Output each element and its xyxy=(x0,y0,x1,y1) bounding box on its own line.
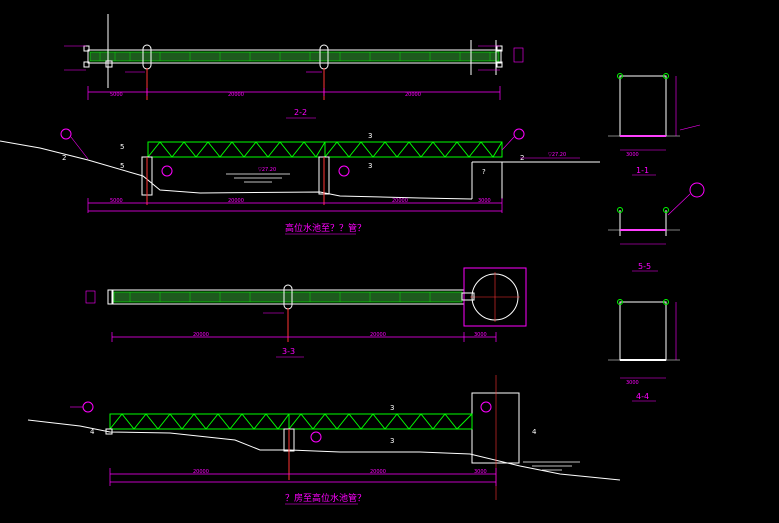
svg-text:20000: 20000 xyxy=(370,469,386,475)
elevation-lower: 3 3 4 4 20000 20000 3000 ？房至高位水池管？ xyxy=(27,375,621,505)
cut-mark: 4 xyxy=(532,428,537,436)
cut-mark: 5 xyxy=(120,143,124,151)
svg-text:3000: 3000 xyxy=(626,380,639,386)
svg-text:?: ? xyxy=(482,168,486,176)
dim-label: 20000 xyxy=(405,92,421,98)
truss-lower xyxy=(109,413,473,430)
cut-mark: 3 xyxy=(368,162,372,170)
walkway-grating xyxy=(89,51,500,62)
section-4-4: 3000 4-4 xyxy=(608,299,680,402)
section-5-5: 5-5 xyxy=(608,182,705,272)
svg-text:20000: 20000 xyxy=(228,198,244,204)
cut-mark: 2 xyxy=(62,154,66,162)
svg-text:5000: 5000 xyxy=(110,198,123,204)
truss-upper xyxy=(147,141,503,158)
svg-text:3000: 3000 xyxy=(626,152,639,158)
svg-text:20000: 20000 xyxy=(193,332,209,338)
title-upper: 高位水池至？？管？ xyxy=(285,222,366,234)
svg-text:20000: 20000 xyxy=(392,198,408,204)
section-label-5-5: 5-5 xyxy=(638,262,651,271)
title-lower: ？房至高位水池管？ xyxy=(285,492,366,504)
cut-mark: 3 xyxy=(390,404,394,412)
section-label-2-2: 2-2 xyxy=(294,108,307,117)
section-label-4-4: 4-4 xyxy=(636,392,649,401)
cut-mark: 4 xyxy=(90,428,95,436)
dim-label: 20000 xyxy=(228,92,244,98)
svg-text:20000: 20000 xyxy=(370,332,386,338)
svg-text:3000: 3000 xyxy=(474,332,487,338)
plan-view-lower: 20000 20000 3000 3-3 xyxy=(85,267,527,358)
cut-mark: 3 xyxy=(368,132,372,140)
walkway-grating xyxy=(113,291,463,303)
svg-text:3000: 3000 xyxy=(474,469,487,475)
dim-label: 5000 xyxy=(110,92,123,98)
elevation-upper: ? ▽27.20 5 5 3 3 2 2 ▽27 xyxy=(0,128,600,235)
svg-text:20000: 20000 xyxy=(193,469,209,475)
elevation-mark: ▽27.20 xyxy=(258,167,276,173)
section-label-3-3: 3-3 xyxy=(282,347,295,356)
plan-view-upper: 5000 20000 20000 2-2 xyxy=(64,14,524,119)
cut-mark: 5 xyxy=(120,162,124,170)
elevation-mark: ▽27.20 xyxy=(548,152,566,158)
cut-mark: 3 xyxy=(390,437,394,445)
section-1-1: 3000 1-1 xyxy=(608,73,701,176)
section-label-1-1: 1-1 xyxy=(636,166,649,175)
svg-text:3000: 3000 xyxy=(478,198,491,204)
